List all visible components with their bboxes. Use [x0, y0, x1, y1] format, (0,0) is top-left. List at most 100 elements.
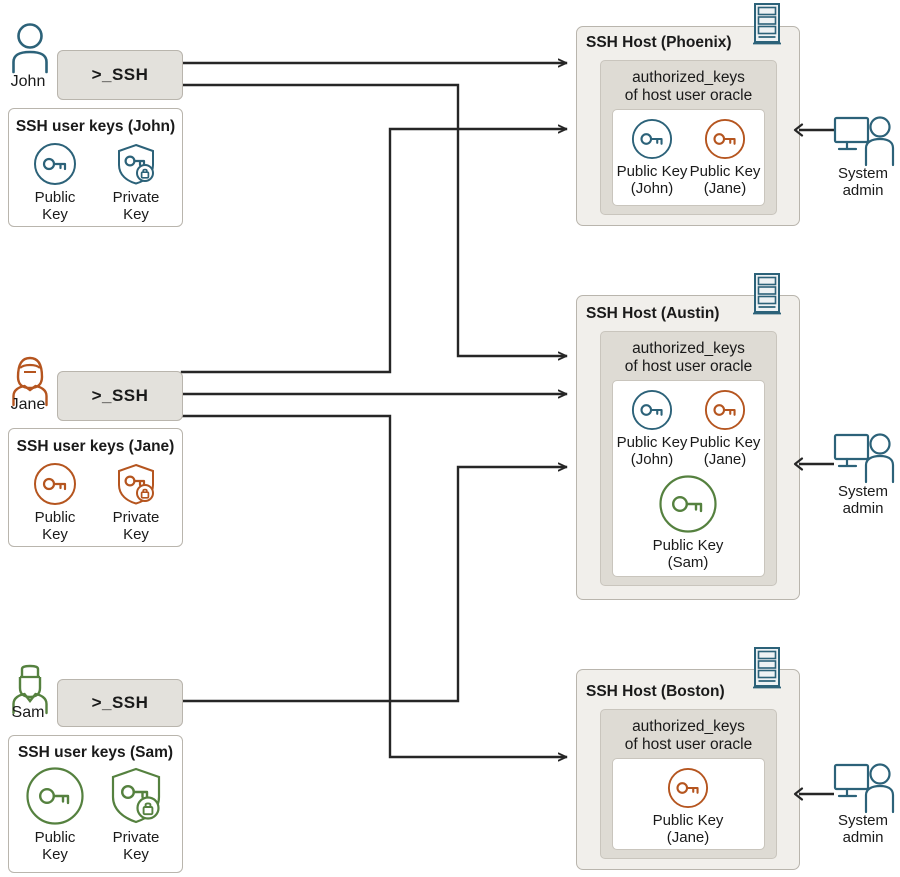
user-keybox-title-john: SSH user keys (John) — [15, 118, 176, 135]
ak-key-label-line1: Public Key — [616, 163, 688, 180]
admin-label-line1: System — [837, 812, 888, 829]
admin-arrow-phoenix — [793, 123, 834, 137]
authorized-keys-box-phoenix: authorized_keys of host user oracle Publ… — [600, 60, 777, 215]
person-icon-jane — [8, 355, 52, 407]
ak-title-line2: of host user oracle — [624, 87, 753, 104]
key-label-line2: Key — [123, 846, 149, 863]
ak-key-label-line2: (Jane) — [703, 451, 747, 468]
public-key-sam: Public Key — [16, 766, 94, 863]
private-key-sam: Private Key — [97, 766, 175, 863]
ak-key-label-line2: (Jane) — [666, 829, 710, 846]
person-label-jane: Jane — [10, 396, 46, 413]
ssh-button-label: >_SSH — [91, 386, 149, 405]
wire-sam-austin — [180, 467, 568, 703]
public-key-icon — [704, 118, 746, 160]
ak-title-line1: authorized_keys — [632, 69, 745, 86]
server-rack-icon-austin — [752, 272, 782, 316]
ak-key-jane-phoenix: Public Key (Jane) — [688, 118, 762, 197]
system-admin-icon-austin — [833, 432, 895, 484]
user-keybox-title-jane: SSH user keys (Jane) — [16, 438, 175, 455]
user-keybox-sam: SSH user keys (Sam) Public Key Private K… — [8, 735, 183, 873]
ak-key-label-line1: Public Key — [652, 812, 724, 829]
ssh-button-label: >_SSH — [91, 693, 149, 712]
private-key-icon — [111, 767, 161, 824]
ak-key-sam-austin: Public Key (Sam) — [651, 474, 725, 571]
public-key-icon — [34, 143, 76, 185]
person-label-john: John — [10, 73, 46, 90]
ak-key-label-line2: (Jane) — [703, 180, 747, 197]
authorized-keys-box-boston: authorized_keys of host user oracle Publ… — [600, 709, 777, 859]
admin-label-austin: System admin — [823, 483, 900, 517]
system-admin-icon-phoenix — [833, 115, 895, 167]
wire-jane-phoenix — [180, 129, 568, 374]
ak-key-label-line1: Public Key — [616, 434, 688, 451]
user-keybox-john: SSH user keys (John) Public Key Private … — [8, 108, 183, 227]
key-label-line2: Key — [42, 846, 68, 863]
ak-title-line2: of host user oracle — [624, 736, 753, 753]
ak-title-line1: authorized_keys — [632, 718, 745, 735]
key-label-line2: Key — [42, 526, 68, 543]
ssh-button-sam[interactable]: >_SSH — [57, 679, 183, 727]
public-key-icon — [34, 463, 76, 505]
key-label-line2: Key — [123, 206, 149, 223]
private-key-jane: Private Key — [100, 462, 172, 543]
private-key-icon — [118, 463, 154, 505]
admin-arrow-boston — [793, 787, 834, 801]
ak-title-line1: authorized_keys — [632, 340, 745, 357]
private-key-icon — [118, 143, 154, 185]
admin-label-line2: admin — [842, 182, 884, 199]
key-label-line1: Private — [112, 189, 160, 206]
person-icon-john — [8, 22, 52, 74]
ssh-button-label: >_SSH — [91, 65, 149, 84]
public-key-icon — [659, 475, 717, 533]
host-title-boston: SSH Host (Boston) — [586, 683, 725, 700]
key-label-line1: Public — [34, 189, 76, 206]
wire-jane-boston — [180, 414, 568, 757]
public-key-icon — [667, 767, 709, 809]
admin-arrow-austin — [793, 457, 834, 471]
authorized-keys-box-austin: authorized_keys of host user oracle Publ… — [600, 331, 777, 586]
ak-title-line2: of host user oracle — [624, 358, 753, 375]
public-key-jane: Public Key — [19, 462, 91, 543]
wire-john-austin — [180, 83, 568, 356]
key-label-line2: Key — [123, 526, 149, 543]
admin-label-line2: admin — [842, 500, 884, 517]
key-label-line1: Private — [112, 509, 160, 526]
server-rack-icon-boston — [752, 646, 782, 690]
admin-label-boston: System admin — [823, 812, 900, 846]
person-icon-sam — [8, 663, 52, 715]
key-label-line1: Private — [112, 829, 160, 846]
public-key-icon — [704, 389, 746, 431]
ak-key-label-line1: Public Key — [689, 434, 761, 451]
ssh-button-jane[interactable]: >_SSH — [57, 371, 183, 421]
authorized-keys-list-phoenix: Public Key (John) Public Key (Jane) — [612, 109, 765, 206]
ak-key-label-line2: (John) — [630, 451, 674, 468]
admin-label-phoenix: System admin — [823, 165, 900, 199]
host-title-phoenix: SSH Host (Phoenix) — [586, 34, 732, 51]
ak-key-john-austin: Public Key (John) — [615, 389, 689, 468]
ak-key-jane-boston: Public Key (Jane) — [651, 767, 725, 846]
key-label-line1: Public — [34, 829, 76, 846]
ak-key-jane-austin: Public Key (Jane) — [688, 389, 762, 468]
ak-key-label-line1: Public Key — [689, 163, 761, 180]
server-rack-icon-phoenix — [752, 2, 782, 46]
authorized-keys-list-boston: Public Key (Jane) — [612, 758, 765, 850]
ssh-button-john[interactable]: >_SSH — [57, 50, 183, 100]
public-key-icon — [631, 389, 673, 431]
admin-label-line2: admin — [842, 829, 884, 846]
key-label-line2: Key — [42, 206, 68, 223]
public-key-icon — [26, 767, 84, 825]
admin-label-line1: System — [837, 483, 888, 500]
person-label-sam: Sam — [11, 704, 45, 721]
admin-label-line1: System — [837, 165, 888, 182]
authorized-keys-list-austin: Public Key (John) Public Key (Jane) Pu — [612, 380, 765, 577]
ak-key-label-line2: (Sam) — [667, 554, 709, 571]
system-admin-icon-boston — [833, 762, 895, 814]
host-title-austin: SSH Host (Austin) — [586, 305, 720, 322]
ak-key-john-phoenix: Public Key (John) — [615, 118, 689, 197]
user-keybox-title-sam: SSH user keys (Sam) — [17, 744, 174, 761]
public-key-icon — [631, 118, 673, 160]
ak-key-label-line1: Public Key — [652, 537, 724, 554]
user-keybox-jane: SSH user keys (Jane) Public Key Private … — [8, 428, 183, 547]
